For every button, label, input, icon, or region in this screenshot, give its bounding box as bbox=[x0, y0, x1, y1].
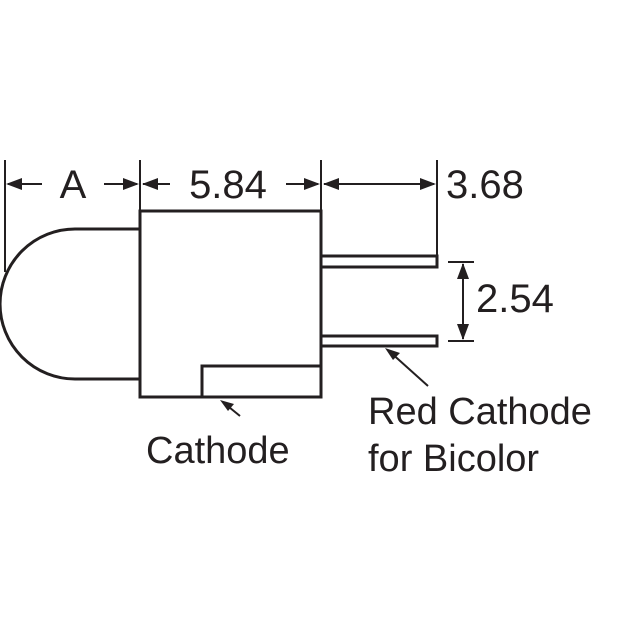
dimension-body-label: 5.84 bbox=[189, 163, 267, 207]
cathode-leader-arrow bbox=[220, 400, 234, 411]
lead-spacing-label: 2.54 bbox=[476, 277, 554, 321]
dimension-lead-label: 3.68 bbox=[446, 163, 524, 207]
lead-bottom bbox=[321, 334, 439, 348]
red-cathode-leader-arrow bbox=[385, 348, 400, 360]
dimension-a-label: A bbox=[60, 163, 87, 207]
led-body bbox=[138, 209, 323, 399]
lead-top bbox=[321, 254, 439, 269]
red-cathode-label-line2: for Bicolor bbox=[368, 438, 539, 480]
dimension-a: A bbox=[6, 163, 139, 207]
cathode-notch bbox=[200, 364, 321, 397]
dimension-a-arrow-right bbox=[123, 178, 139, 190]
dimension-body-arrow-left bbox=[142, 178, 158, 190]
dimension-lead-arrow-left bbox=[323, 178, 339, 190]
red-cathode-label-line1: Red Cathode bbox=[368, 391, 592, 433]
dimension-lead-length: 3.68 bbox=[323, 163, 524, 207]
cathode-label: Cathode bbox=[146, 430, 290, 472]
dimension-body-length: 5.84 bbox=[142, 163, 320, 207]
red-cathode-callout: Red Cathode for Bicolor bbox=[368, 348, 592, 480]
lead-spacing-arrow-bottom bbox=[457, 324, 469, 340]
dimension-lead-spacing: 2.54 bbox=[448, 261, 554, 342]
lead-spacing-arrow-top bbox=[457, 263, 469, 279]
led-dome bbox=[0, 227, 140, 381]
cathode-callout: Cathode bbox=[146, 400, 290, 472]
dimension-body-arrow-right bbox=[304, 178, 320, 190]
dimension-a-arrow-left bbox=[6, 178, 22, 190]
dimension-lead-arrow-right bbox=[420, 178, 436, 190]
